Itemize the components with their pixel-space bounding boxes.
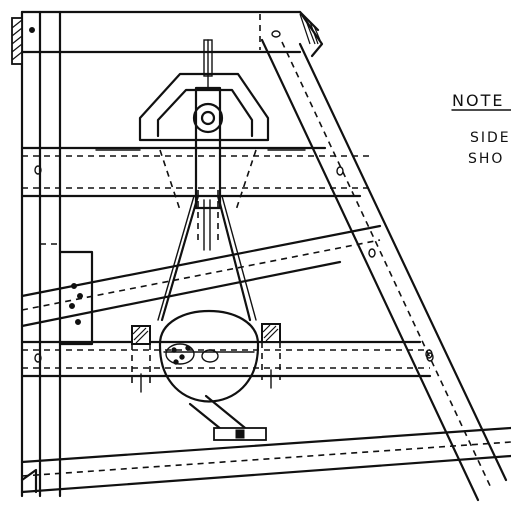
note-block: NOTE SIDE SHO [451,91,511,167]
left-post [11,10,62,498]
note-line-2: SHO [468,151,504,167]
bolt-left-top [29,27,35,33]
pivot-head [95,39,306,251]
bolt-lower-left [34,353,42,363]
pivot-wheel [192,102,224,134]
right-legs [260,38,508,502]
connecting-rods [157,194,257,322]
bolt-lower-right [426,352,434,362]
bolt-upper-right [336,166,344,176]
bolt-leg-upper [368,248,376,258]
hatch-top-left [11,19,23,61]
drum [158,309,260,403]
note-heading: NOTE [452,91,504,110]
top-beam [20,10,324,58]
lower-cross-beam [20,340,434,378]
pivot-axle [200,110,216,126]
drum-cam [165,343,195,365]
bearing-block-left [131,325,151,393]
upper-cross-beam [20,146,370,198]
bolt-upper-left [34,165,42,175]
bottom-beam [20,426,511,494]
bearing-block-right [261,323,281,389]
note-line-1: SIDE [470,130,511,146]
bolt-top-right [271,30,281,38]
left-panel [40,243,94,346]
